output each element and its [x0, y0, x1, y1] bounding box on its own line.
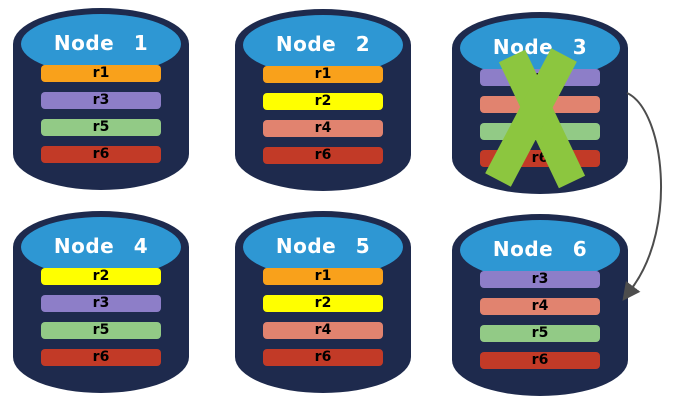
record-bar: r3	[480, 271, 600, 288]
cylinder-top	[21, 217, 181, 277]
record-list: r1 r2 r4 r6	[263, 268, 383, 366]
failure-x-icon	[485, 48, 586, 189]
record-bar: r2	[41, 268, 161, 285]
node-title: Node 1	[53, 31, 149, 55]
cylinder-top	[460, 220, 620, 280]
cylinder-top	[460, 18, 620, 78]
record-bar: r6	[480, 352, 600, 369]
record-bar: r2	[263, 295, 383, 312]
cylinder-top	[243, 15, 403, 75]
node-title: Node 2	[275, 32, 371, 56]
record-bar: r2	[263, 93, 383, 110]
record-bar: r6	[41, 349, 161, 366]
node-title: Node 4	[53, 234, 149, 258]
failover-arrow	[622, 92, 663, 301]
record-list: r1 r3 r5 r6	[41, 65, 161, 163]
record-bar: r6	[263, 349, 383, 366]
node-title: Node 5	[275, 234, 371, 258]
record-bar: r4	[263, 120, 383, 137]
node-6: Node 6 r3 r4 r5 r6	[452, 214, 628, 396]
record-bar: r3	[41, 92, 161, 109]
record-list: r2 r3 r5 r6	[41, 268, 161, 366]
node-title: Node 6	[492, 237, 588, 261]
record-bar: r3	[41, 295, 161, 312]
record-bar: r4	[480, 298, 600, 315]
record-list: r3 r4 r5 r6	[480, 271, 600, 369]
node-4: Node 4 r2 r3 r5 r6	[13, 211, 189, 393]
node-title: Node 3	[492, 35, 588, 59]
record-bar: r4	[263, 322, 383, 339]
record-bar: r5	[480, 325, 600, 342]
record-bar: r1	[263, 66, 383, 83]
record-bar: r1	[41, 65, 161, 82]
cylinder-top	[243, 217, 403, 277]
record-bar: r5	[41, 322, 161, 339]
record-bar: r6	[263, 147, 383, 164]
record-bar: r5	[41, 119, 161, 136]
node-1: Node 1 r1 r3 r5 r6	[13, 8, 189, 190]
record-bar: r1	[263, 268, 383, 285]
record-bar: r6	[41, 146, 161, 163]
record-list: r1 r2 r4 r6	[263, 66, 383, 164]
node-2: Node 2 r1 r2 r4 r6	[235, 9, 411, 191]
cylinder-top	[21, 14, 181, 74]
node-5: Node 5 r1 r2 r4 r6	[235, 211, 411, 393]
